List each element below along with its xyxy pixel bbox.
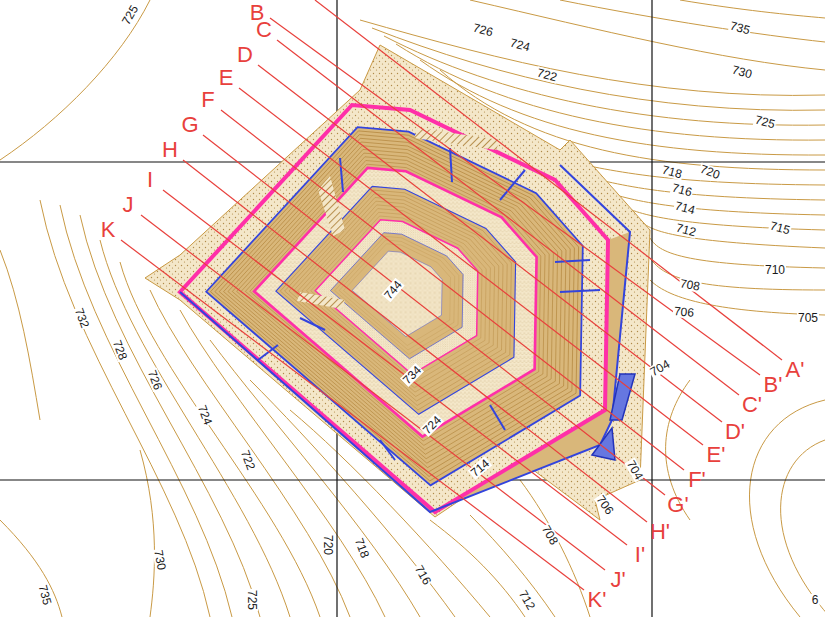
contour-elevation: 722 <box>239 448 258 473</box>
section-letter: F <box>200 89 215 111</box>
contour-elevation: 724 <box>508 36 532 53</box>
contour-elevation: 704 <box>647 357 672 378</box>
contour-elevation: 725 <box>246 589 258 611</box>
section-letter: J <box>122 194 135 216</box>
section-letter: D <box>236 44 254 66</box>
section-letter: G <box>180 114 199 136</box>
section-letter: C <box>255 19 273 41</box>
section-letter: J' <box>609 569 626 591</box>
section-letter: B' <box>763 374 784 396</box>
contour-elevation: 735 <box>728 19 752 36</box>
section-letter: I <box>146 169 154 191</box>
contour-elevation: 712 <box>674 221 698 238</box>
contour-elevation: 730 <box>730 63 754 80</box>
contour-elevation: 726 <box>146 368 165 393</box>
contour-elevation: 6 <box>811 594 820 606</box>
section-letter: I' <box>634 544 646 566</box>
contour-elevation: 720 <box>322 534 334 556</box>
contour-elevation: 724 <box>196 403 215 428</box>
contour-elevation: 720 <box>698 163 723 182</box>
contour-elevation: 708 <box>539 522 560 547</box>
section-letter: K' <box>587 589 608 611</box>
section-letter: C' <box>741 394 763 416</box>
section-letter: H' <box>649 521 671 543</box>
section-letter: D' <box>724 421 746 443</box>
contour-elevation: 705 <box>797 312 819 324</box>
contour-elevation: 714 <box>673 199 697 216</box>
section-letter: E' <box>706 444 727 466</box>
section-letter: F' <box>687 469 707 491</box>
section-letter: H <box>161 139 179 161</box>
contour-elevation: 732 <box>73 306 92 331</box>
contour-elevation: 725 <box>753 113 777 130</box>
section-letter: A' <box>785 359 806 381</box>
contour-elevation: 718 <box>353 536 372 561</box>
contour-elevation: 716 <box>670 181 694 198</box>
section-letter: E <box>218 67 235 89</box>
contour-elevation: 706 <box>673 305 696 319</box>
contour-elevation: 722 <box>535 66 559 83</box>
contour-elevation: 726 <box>471 21 495 38</box>
contour-elevation: 730 <box>152 548 168 572</box>
contour-elevation: 710 <box>764 264 786 276</box>
section-letter: G' <box>666 494 689 516</box>
contour-elevation: 715 <box>768 219 792 236</box>
contour-elevation: 718 <box>660 163 684 180</box>
contour-elevation: 708 <box>678 277 702 293</box>
section-letter: K <box>100 219 117 241</box>
